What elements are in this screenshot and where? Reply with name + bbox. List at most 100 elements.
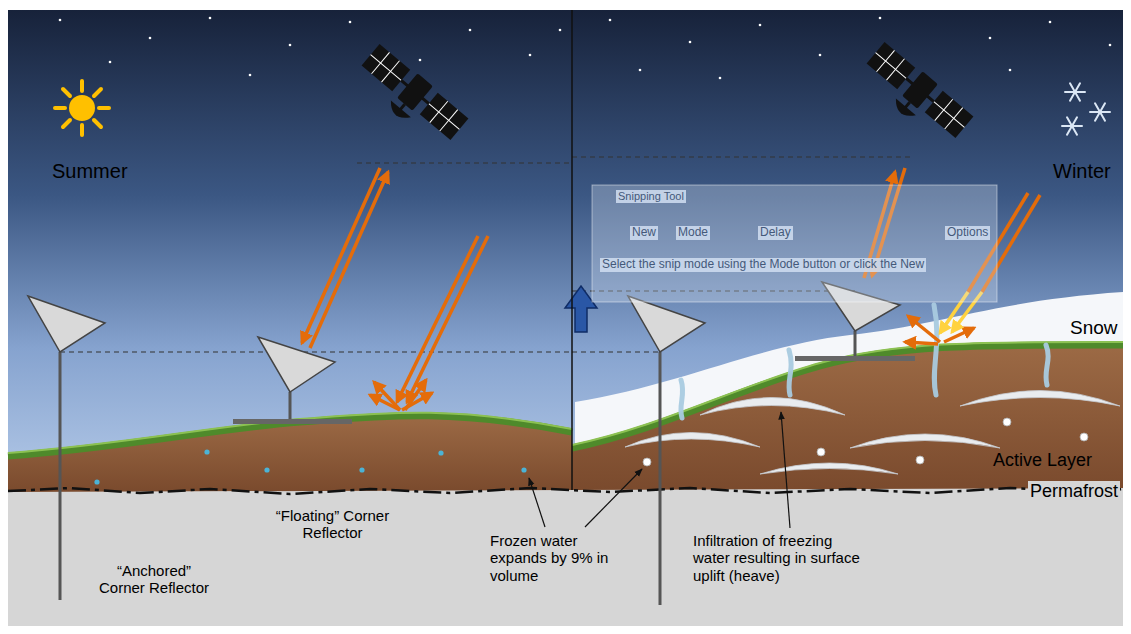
stars: [989, 37, 992, 40]
satellite-icon: [420, 93, 469, 140]
leader-line: [529, 412, 790, 528]
snowflake-icon: [1067, 117, 1077, 134]
radar-signal: [374, 382, 400, 410]
season-label: Summer: [52, 160, 128, 183]
radar-signal: [302, 168, 380, 343]
water-droplet: [521, 467, 526, 472]
stars: [609, 19, 612, 22]
layer-label: Snow: [1070, 318, 1118, 337]
satellite-icon: [386, 100, 411, 123]
toolbar-button: Mode: [676, 226, 710, 240]
radar-signal: [905, 342, 938, 344]
window-hint: Select the snip mode using the Mode butt…: [600, 258, 926, 272]
water-droplet: [94, 449, 526, 484]
radar-signal: [370, 395, 400, 410]
callout-text: Infiltration of freezing water resulting…: [693, 532, 865, 584]
leader-line: [529, 478, 545, 527]
sun-icon: [99, 106, 109, 110]
stars: [59, 17, 1112, 80]
satellite-icon: [867, 42, 916, 89]
radar-signal: [908, 316, 940, 342]
satellite-icon: [934, 102, 965, 128]
reflector-label: “Floating” Corner Reflector: [270, 507, 395, 542]
stars: [149, 37, 152, 40]
satellite-icon: [876, 53, 907, 79]
floating-corner-reflector: [258, 337, 335, 392]
floating-corner-reflector: [289, 392, 292, 420]
ice-crystal: [817, 448, 825, 456]
anchored-corner-reflector: [659, 352, 662, 605]
grass-strip: [8, 416, 572, 456]
sun-icon: [94, 89, 101, 96]
satellite-icon: [891, 98, 916, 121]
stars: [559, 29, 562, 32]
ice-crystal: [916, 456, 924, 464]
water-infiltration-plume: [934, 305, 937, 395]
snowflake-icon: [1067, 117, 1077, 134]
winter-active-layer: [572, 345, 1123, 490]
ice-lens: [700, 398, 845, 416]
water-infiltration-plume: [1046, 345, 1048, 385]
stars: [289, 44, 292, 47]
sun-icon: [63, 89, 70, 96]
ice-lens: [625, 433, 760, 448]
reference-dashed-line: [357, 162, 572, 163]
snowflake-icon: [1095, 103, 1105, 120]
leader-line: [781, 412, 790, 528]
snowflake-icon: [1070, 83, 1080, 100]
water-droplet: [359, 467, 364, 472]
water-droplet: [94, 479, 99, 484]
radar-signal: [407, 236, 488, 402]
reference-dashed-line: [60, 351, 572, 352]
sun-icon: [55, 81, 109, 135]
stars: [819, 54, 822, 57]
ice-crystal: [643, 458, 651, 466]
snowflake-icon: [1062, 83, 1110, 134]
satellite-icon: [856, 40, 974, 150]
floating-corner-reflector: [233, 419, 352, 424]
toolbar-button: New: [630, 226, 658, 240]
stars: [419, 59, 422, 62]
stars: [759, 24, 762, 27]
satellite-icon: [925, 91, 974, 138]
stars: [719, 77, 722, 80]
permafrost-boundary: [8, 488, 1123, 494]
satellite-icon: [371, 55, 402, 81]
ice-lens: [960, 391, 1120, 407]
summer-active-layer: [8, 416, 572, 492]
permafrost-ground: [8, 486, 1123, 626]
screenshot-overlay: [592, 185, 997, 302]
stars: [469, 29, 472, 32]
stars: [209, 17, 212, 20]
stars: [249, 74, 252, 77]
floating-corner-reflector: [795, 356, 915, 361]
floating-corner-reflector: [233, 282, 915, 424]
stars: [109, 61, 112, 64]
sun-icon: [55, 81, 109, 135]
water-droplet: [264, 467, 269, 472]
ice-crystal: [1080, 433, 1088, 441]
stars: [639, 69, 642, 72]
radar-signal: [405, 380, 426, 410]
floating-corner-reflector: [854, 331, 857, 357]
water-infiltration-plume: [789, 350, 791, 395]
water-droplet: [204, 449, 209, 454]
anchored-corner-reflector: [59, 352, 62, 600]
anchored-corner-reflector: [628, 296, 705, 352]
callout-text: Frozen water expands by 9% in volume: [490, 532, 615, 584]
satellite-icon: [351, 42, 469, 152]
sun-icon: [80, 125, 84, 135]
satellite-icon: [397, 73, 433, 110]
stars: [349, 21, 352, 24]
stars: [689, 41, 692, 44]
sky-background: [8, 10, 1123, 626]
anchored-corner-reflector: [28, 296, 705, 605]
sun-icon: [55, 106, 65, 110]
reference-dashed-line: [572, 156, 910, 157]
stars: [1109, 44, 1112, 47]
ice-lens: [760, 463, 898, 474]
sun-icon: [63, 120, 70, 127]
radar-signal: [397, 236, 478, 402]
stars: [529, 54, 532, 57]
